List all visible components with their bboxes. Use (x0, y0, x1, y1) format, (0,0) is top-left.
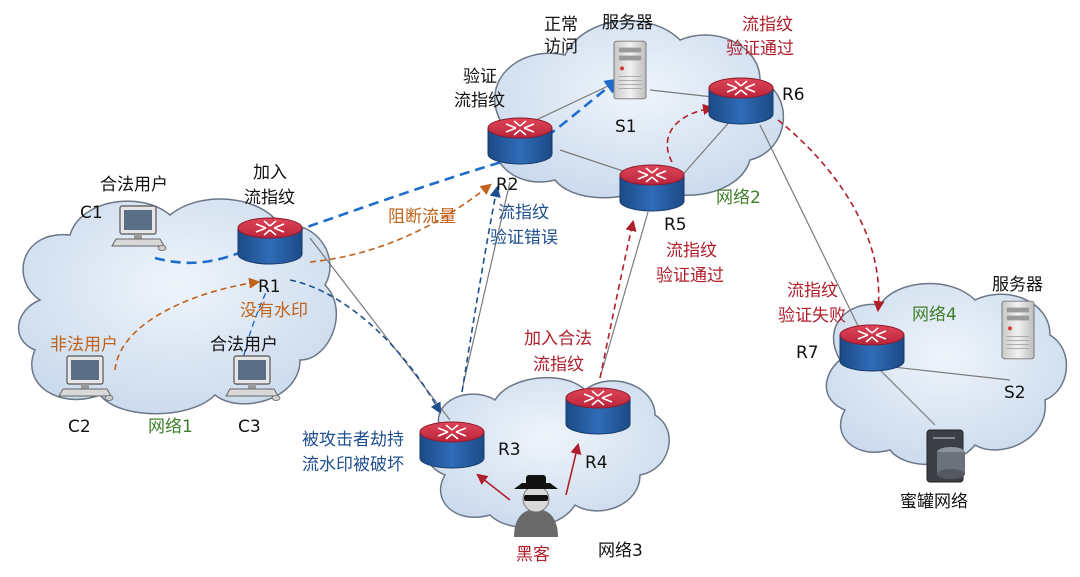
honeypot-database-icon (926, 429, 965, 483)
server-right-label: 服务器 (992, 275, 1043, 295)
network3-label: 网络3 (598, 541, 643, 561)
no-watermark-label: 没有水印 (240, 301, 308, 321)
router-r5-icon (619, 164, 685, 212)
label-s2: S2 (1004, 383, 1026, 403)
normal-access-label-2: 访问 (544, 37, 578, 57)
label-r7: R7 (796, 343, 819, 363)
hacker-icon (514, 475, 558, 537)
hacker-label: 黑客 (516, 545, 550, 565)
flow-arrows (114, 78, 885, 501)
r7-verify-fail-label-2: 验证失败 (778, 306, 846, 326)
router-r6-icon (708, 77, 774, 125)
router-r1-icon (237, 217, 303, 265)
label-c3: C3 (238, 417, 261, 437)
illegal-user-label: 非法用户 (50, 335, 118, 355)
add-legit-fingerprint-label-2: 流指纹 (533, 355, 584, 375)
r1-add-label-1: 加入 (253, 163, 287, 183)
label-r2: R2 (496, 175, 519, 195)
legit-user-c3-label: 合法用户 (210, 335, 278, 355)
label-r4: R4 (585, 453, 608, 473)
block-traffic-label: 阻断流量 (388, 207, 456, 227)
hijack-label-2: 流水印被破坏 (302, 455, 404, 475)
r2-verify-label-1: 验证 (463, 67, 497, 87)
network1-label: 网络1 (148, 417, 193, 437)
r2-verify-error-label-2: 验证错误 (490, 228, 558, 248)
r2-verify-label-2: 流指纹 (454, 91, 505, 111)
cloud-network2 (493, 20, 785, 199)
legit-user-c1-label: 合法用户 (100, 175, 168, 195)
label-c2: C2 (68, 417, 91, 437)
router-r2-icon (487, 117, 553, 165)
r6-verify-pass-label-1: 流指纹 (742, 15, 793, 35)
label-r6: R6 (782, 85, 805, 105)
r1-add-label-2: 流指纹 (244, 188, 295, 208)
router-r3-icon (419, 421, 485, 469)
normal-access-label-1: 正常 (544, 15, 578, 35)
label-r1: R1 (258, 277, 281, 297)
network2-label: 网络2 (716, 188, 761, 208)
router-r7-icon (839, 324, 905, 372)
label-c1: C1 (80, 203, 103, 223)
server-top-label: 服务器 (602, 13, 653, 33)
r2-verify-error-label-1: 流指纹 (498, 203, 549, 223)
add-legit-fingerprint-label-1: 加入合法 (524, 329, 592, 349)
r7-verify-fail-label-1: 流指纹 (787, 281, 838, 301)
network4-label: 网络4 (912, 305, 957, 325)
label-s1: S1 (615, 117, 637, 137)
server-s2-icon (1001, 300, 1035, 360)
hijack-label-1: 被攻击者劫持 (302, 430, 404, 450)
honeypot-label: 蜜罐网络 (900, 492, 968, 512)
r5-verify-pass-label-2: 验证通过 (656, 266, 724, 286)
label-r5: R5 (664, 215, 687, 235)
server-s1-icon (613, 40, 647, 100)
r5-verify-pass-label-1: 流指纹 (666, 241, 717, 261)
router-r4-icon (565, 387, 631, 435)
label-r3: R3 (498, 440, 521, 460)
r6-verify-pass-label-2: 验证通过 (726, 39, 794, 59)
